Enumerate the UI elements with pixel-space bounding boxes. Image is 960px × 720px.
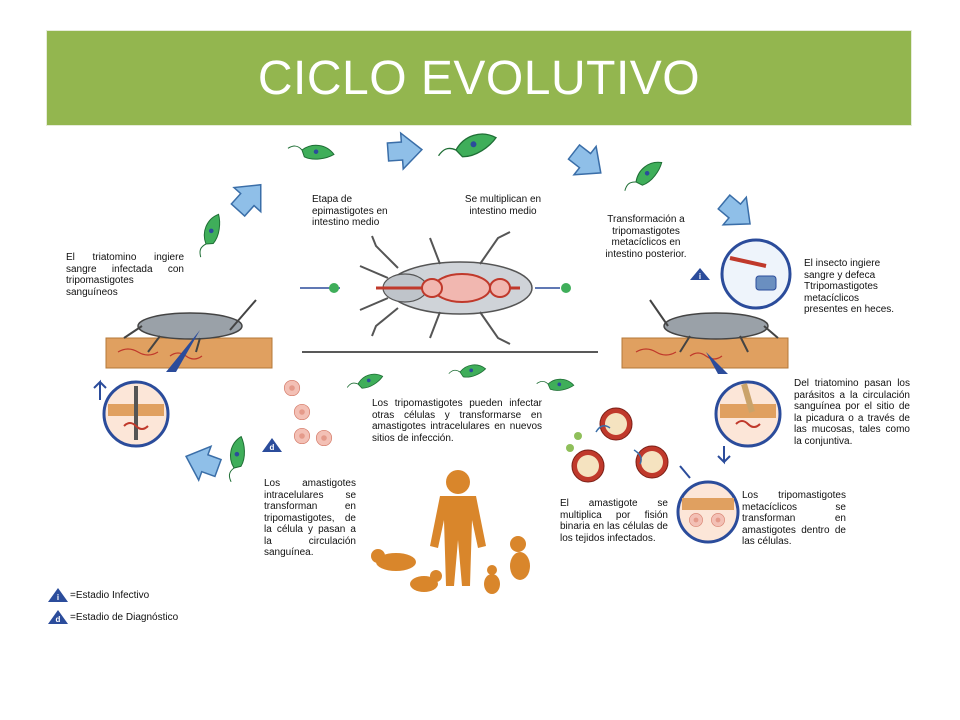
label-transformacion: Transformación a tripomastigotes metacíc… [605,214,687,260]
legend-row-infective: =Estadio Infectivo [48,584,178,606]
left-bite-site-icon [102,380,170,448]
small-mammal-host-icon [484,565,500,594]
infective-marker-top-icon [690,268,710,280]
left-pointer-icon [166,330,200,372]
left-skin-bug-icon [105,299,273,369]
label-amastigotes-transforman: Los amastigotes intracelulares se transf… [264,478,356,558]
infective-marker-top-label: i [699,272,701,281]
blood-cell-3-icon [293,427,311,445]
dividing-cells-icon [566,407,669,483]
legend-row-diagnostic: =Estadio de Diagnóstico [48,606,178,628]
trypomastigote-right-icon [535,374,575,394]
cycle-arrow-2 [385,130,424,171]
legend-diagnostic-icon [48,610,68,624]
human-host-icon [430,470,486,586]
amastigote-cells-circle-icon [676,480,740,544]
label-infectar-celulas: Los tripomastigotes pueden infectar otra… [372,398,542,444]
legend-infective-symbol: i [57,593,59,602]
legend-infective-icon [48,588,68,602]
cycle-arrow-1 [223,171,275,223]
right-skin-bug-icon [621,299,789,369]
cat-host-icon [410,570,442,592]
parasite-left-small-icon [329,283,339,293]
slide-title: CICLO EVOLUTIVO [257,51,701,105]
cycle-arrow-3 [562,137,613,188]
parasite-right-small-icon [561,283,571,293]
label-pasan-parasitos: Del triatomino pasan los parásitos a la … [794,378,910,447]
multiplying-parasites-icon [435,130,500,162]
label-metaciclicos-dentro: Los tripomastigotes metacíclicos se tran… [742,490,846,547]
blood-cell-4-icon [315,429,333,447]
metacyclic-trypomastigote-icon [618,157,668,196]
legend-infective-label: =Estadio Infectivo [70,589,150,601]
dog-host-icon [371,549,416,571]
released-trypomastigote-icon [220,434,252,484]
diagnostic-marker-left-label: d [270,443,275,452]
trypomastigote-top-center-icon [345,372,385,392]
label-multiplican: Se multiplican en intestino medio [464,194,542,217]
title-bar: CICLO EVOLUTIVO [46,30,912,126]
right-pointer-icon [706,352,728,374]
epimastigote-icon [286,137,336,165]
right-bite-site-icon [714,380,782,448]
left-up-arrow-icon [93,379,107,400]
bloodstream-trypomastigote-icon [190,211,229,260]
cycle-arrow-4 [711,187,763,239]
blood-cell-2-icon [293,403,311,421]
blood-cell-1-icon [283,379,301,397]
triatomine-bug-icon [300,231,560,345]
right-feces-circle-icon [720,238,792,310]
legend: =Estadio Infectivo =Estadio de Diagnósti… [48,584,178,628]
label-ingiere-sangre: El triatomino ingiere sangre infectada c… [66,252,184,298]
label-multiplica-fision: El amastigote se multiplica por fisión b… [560,498,668,544]
cycle-arrow-5 [179,438,225,486]
label-epimastigotes: Etapa de epimastigotes en intestino medi… [312,194,388,228]
label-defeca: El insecto ingiere sangre y defeca Ttrip… [804,258,895,315]
right-down-arrow-icon [717,446,731,465]
legend-diagnostic-symbol: d [56,615,61,624]
monkey-host-icon [510,536,530,580]
legend-diagnostic-label: =Estadio de Diagnóstico [70,611,179,623]
right-small-arrow-icon [679,465,691,479]
trypomastigote-center-icon [448,364,487,378]
diagnostic-marker-left-icon [262,438,282,452]
